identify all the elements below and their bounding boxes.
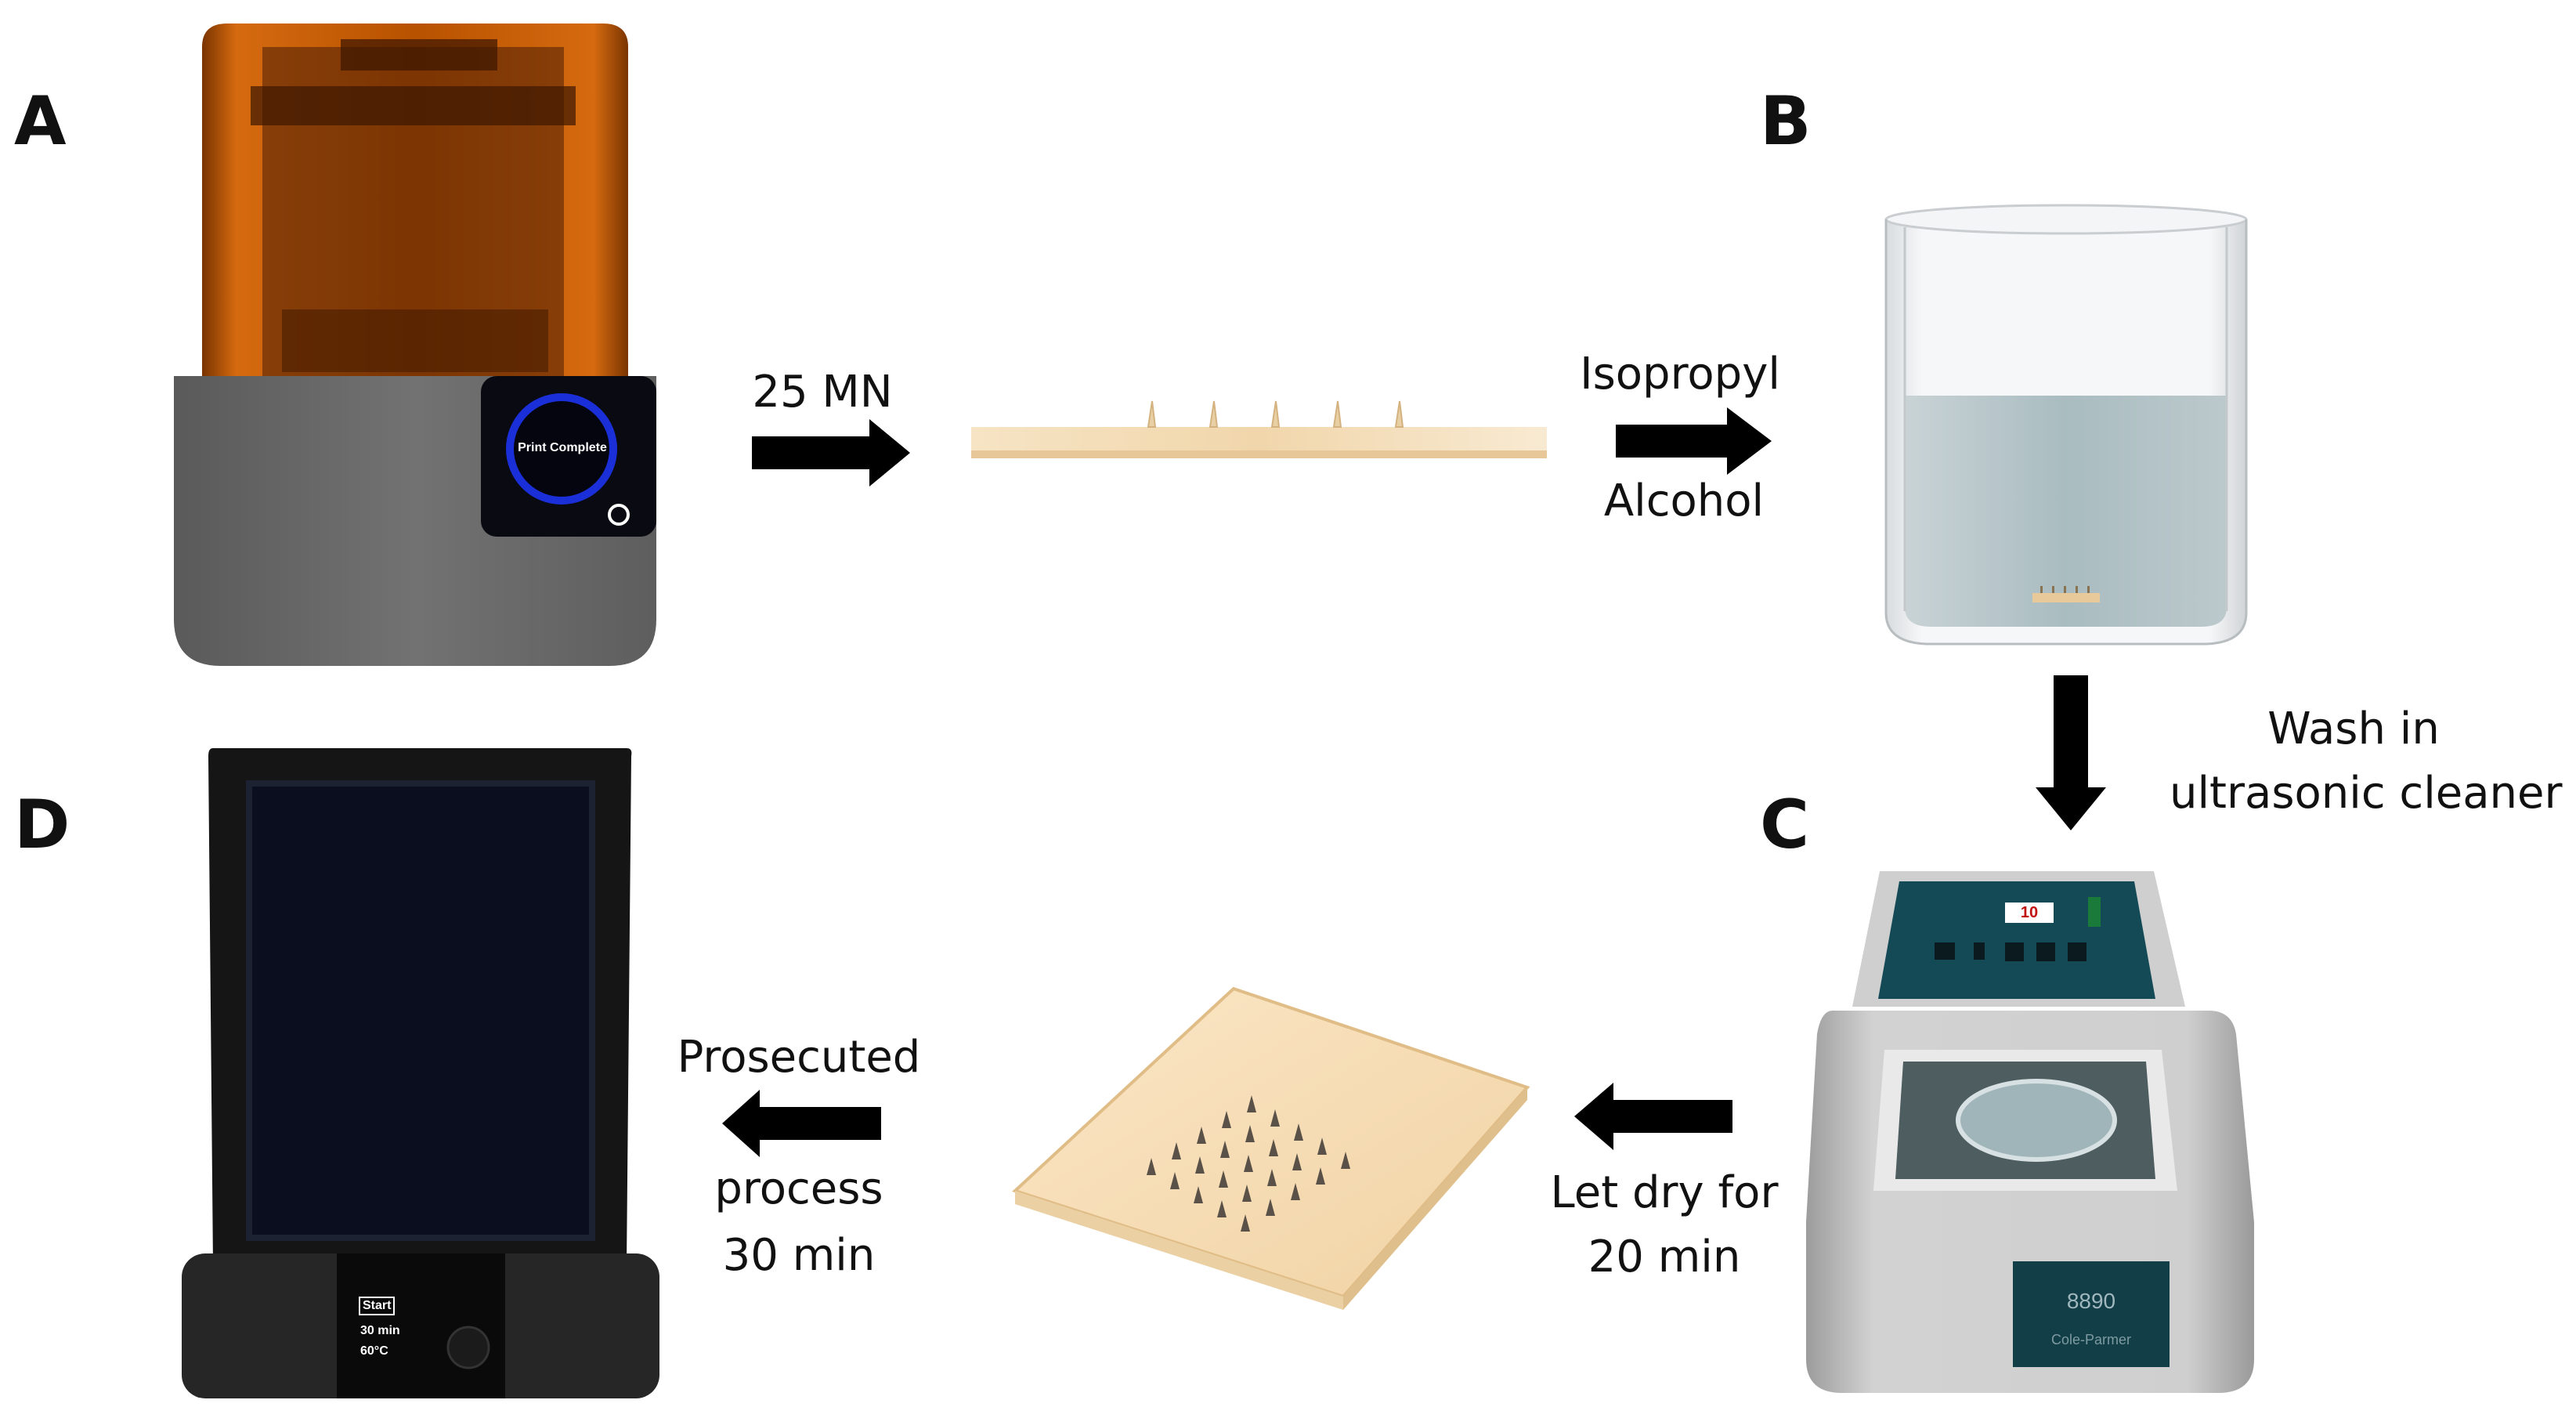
cure-time: 30 min (360, 1324, 400, 1337)
microneedle (1341, 1152, 1350, 1169)
microneedle (1316, 1167, 1325, 1185)
label-20-min: 20 min (1588, 1232, 1741, 1282)
microneedle (1172, 1142, 1181, 1159)
microneedle (1244, 1155, 1253, 1172)
microneedle (1219, 1170, 1228, 1188)
label-isopropyl: Isopropyl (1580, 349, 1780, 400)
microneedle (1170, 1172, 1180, 1189)
microneedle (1269, 1139, 1278, 1156)
label-alcohol: Alcohol (1603, 476, 1765, 526)
microneedle (1222, 1111, 1231, 1128)
microneedle (1270, 1109, 1280, 1127)
label-wash-in: Wash in (2267, 704, 2440, 754)
microneedle (1266, 1199, 1275, 1216)
microneedle (1147, 1158, 1156, 1175)
microneedle (1217, 1200, 1227, 1217)
label-30-min: 30 min (722, 1230, 876, 1281)
label-let-dry: Let dry for (1550, 1167, 1779, 1218)
printer-screen-text: Print Complete (518, 441, 607, 454)
microneedle (1245, 1125, 1255, 1142)
microneedle (1195, 1156, 1205, 1174)
microneedle (1317, 1138, 1327, 1155)
cleaner-model: 8890 (2066, 1289, 2116, 1313)
panel-label-d: D (14, 786, 70, 864)
label-ultrasonic-cleaner: ultrasonic cleaner (2170, 768, 2563, 819)
microneedle (1241, 1214, 1250, 1232)
microneedle (1220, 1141, 1230, 1158)
microneedle (1247, 1095, 1256, 1112)
panel-label-b: B (1760, 82, 1812, 161)
label-prosecuted: Prosecuted (677, 1032, 921, 1083)
cure-start-button: Start (359, 1297, 396, 1315)
microneedle (1242, 1185, 1252, 1202)
microneedle (1194, 1186, 1203, 1203)
cleaner-display: 10 (2020, 904, 2039, 921)
microneedle (1294, 1123, 1303, 1141)
microneedle (1197, 1127, 1206, 1144)
cure-temp: 60°C (360, 1344, 388, 1358)
label-process: process (714, 1163, 883, 1214)
panel-label-c: C (1760, 786, 1810, 864)
label-25-mn: 25 MN (752, 367, 893, 418)
panel-label-a: A (14, 82, 67, 161)
microneedle (1291, 1183, 1300, 1200)
microneedle (1267, 1169, 1277, 1186)
cleaner-brand: Cole-Parmer (2050, 1332, 2132, 1347)
microneedle (1292, 1153, 1302, 1170)
